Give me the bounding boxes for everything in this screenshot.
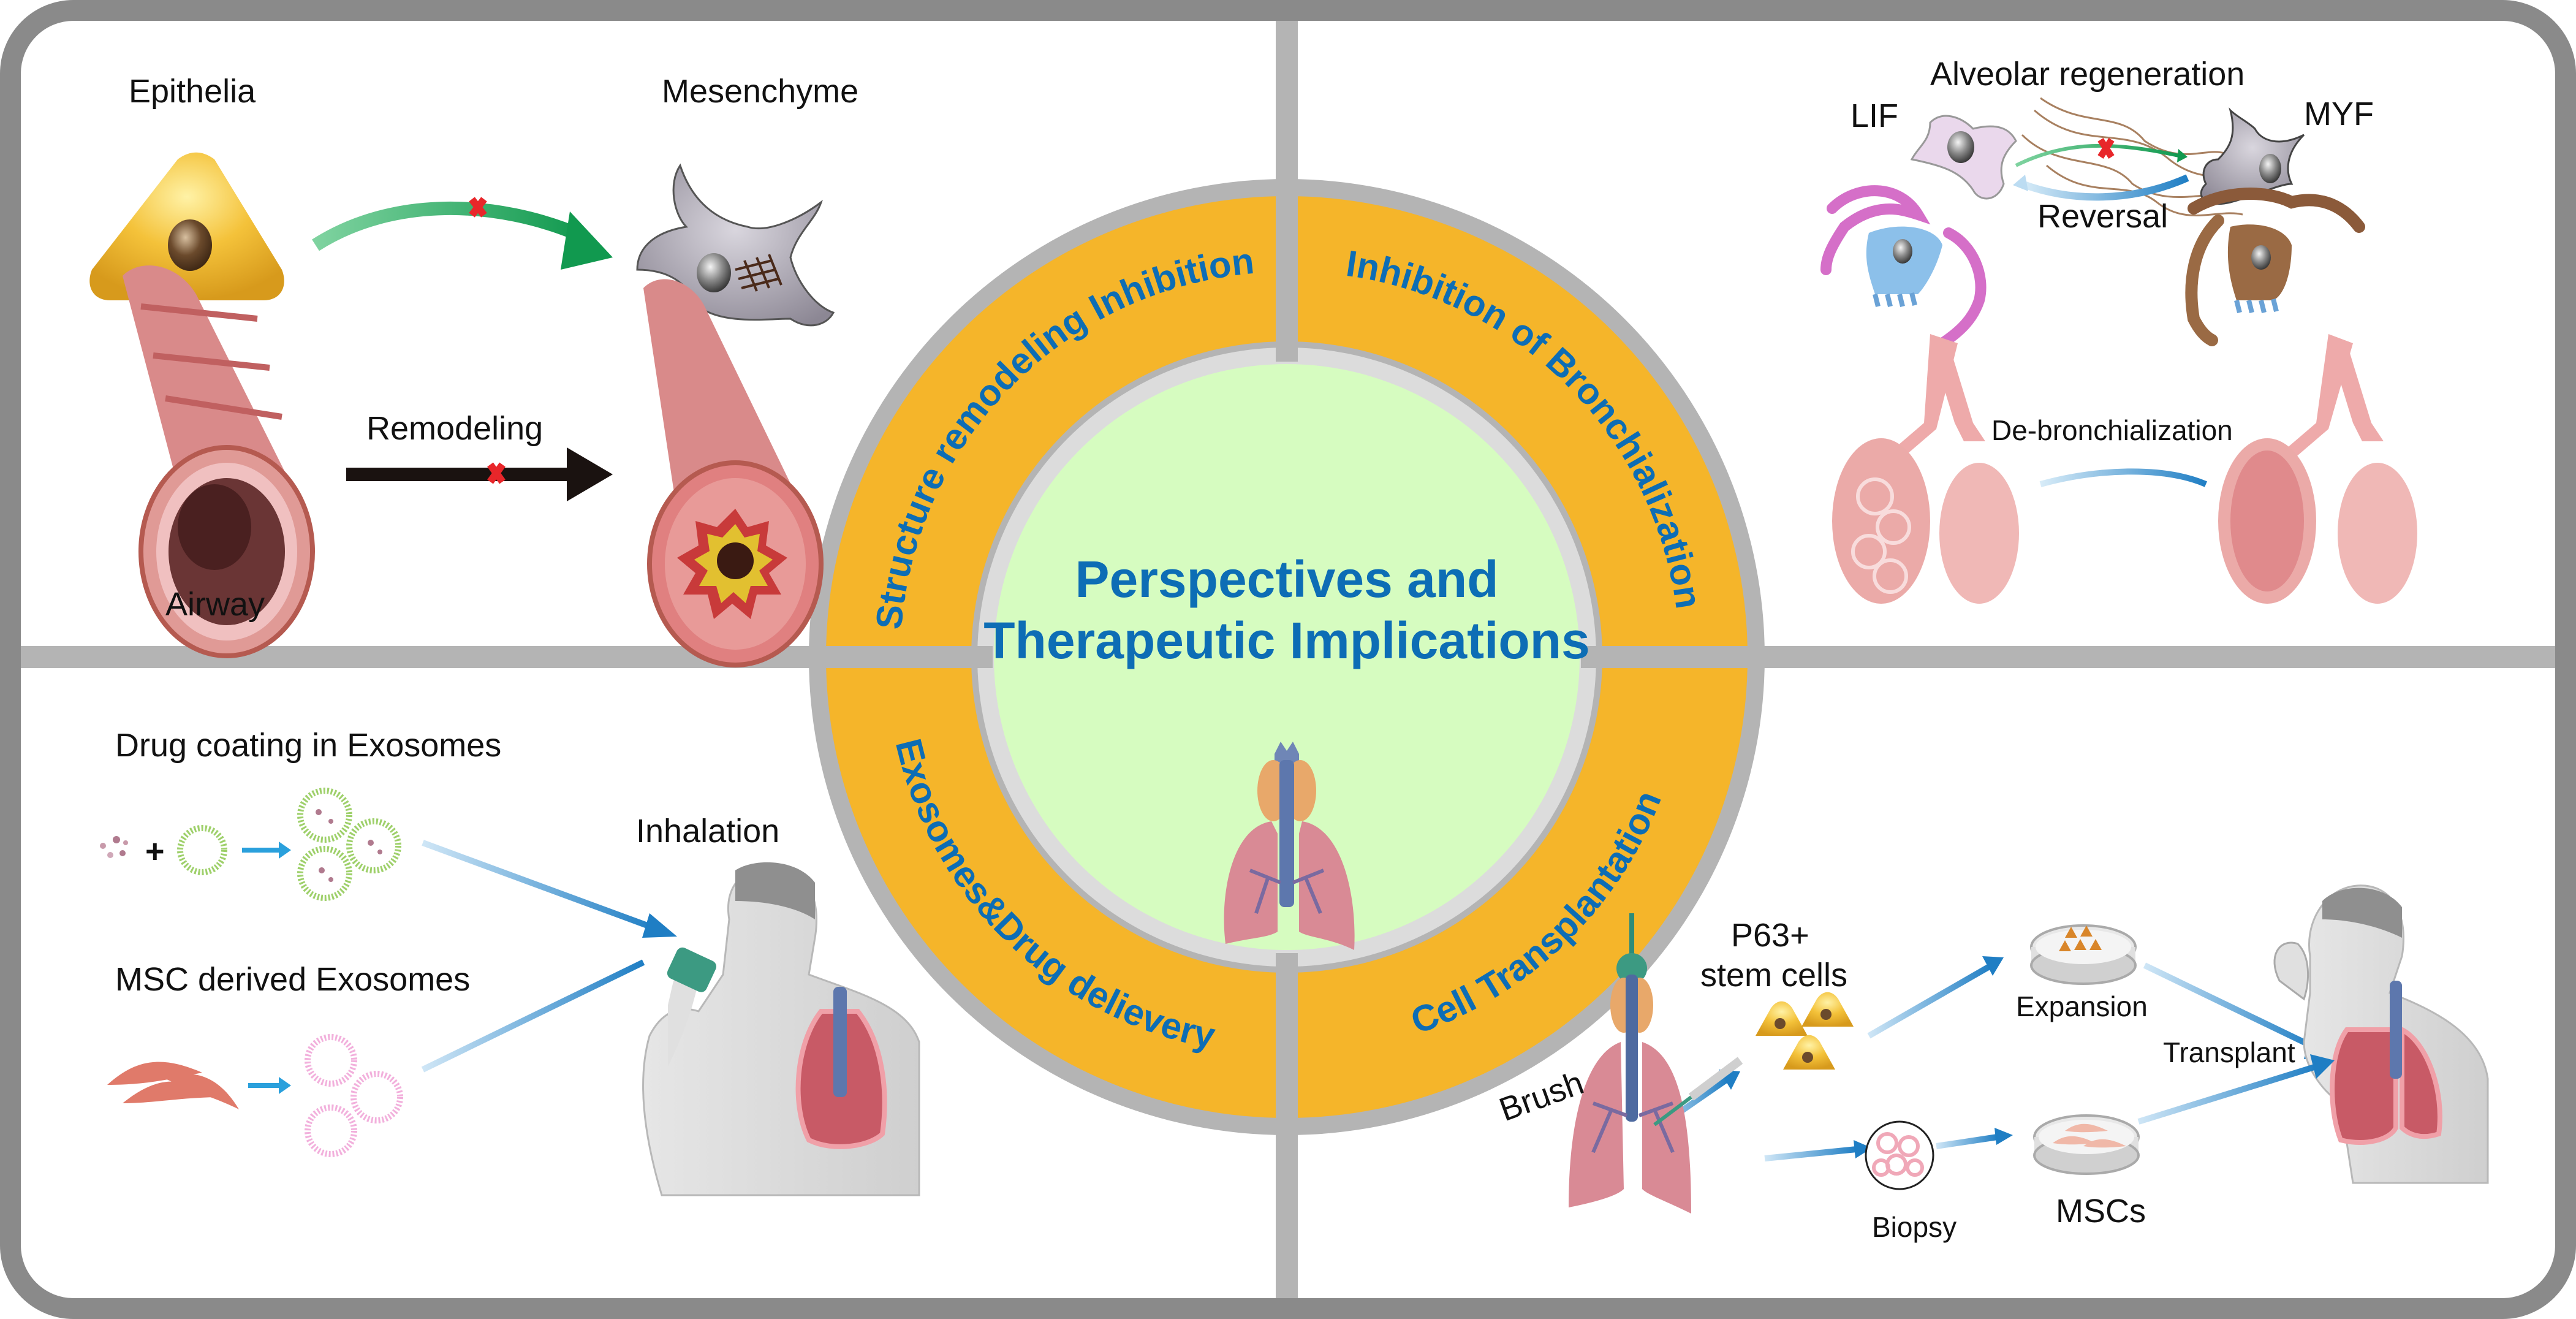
label-msc-exosomes: MSC derived Exosomes: [115, 961, 471, 998]
drug-to-inhaler-arrow: [422, 840, 677, 938]
label-airway: Airway: [165, 586, 265, 623]
msc-exosomes-to-inhaler-arrow: [421, 959, 645, 1073]
label-biopsy: Biopsy: [1872, 1211, 1957, 1243]
needle-to-biopsy-arrow: [1764, 1140, 1872, 1161]
alveolar-cells-right-icon: [2185, 188, 2365, 346]
alveolar-cells-left-icon: [1820, 185, 1987, 349]
msc-exosomes-icon: [305, 1034, 403, 1157]
label-p63: P63+: [1731, 917, 1809, 954]
label-inhalation: Inhalation: [636, 813, 780, 850]
expansion-dish-icon: [2030, 924, 2137, 985]
label-myf: MYF: [2304, 96, 2374, 132]
plus-sign: +: [145, 833, 165, 870]
label-epithelia: Epithelia: [129, 73, 256, 110]
label-reversal: Reversal: [2037, 198, 2169, 235]
label-mesenchyme: Mesenchyme: [662, 73, 859, 110]
empty-exosome-icon: [177, 825, 227, 875]
biopsy-needle-icon: [1653, 1057, 1743, 1127]
label-de-bronchialization: De-bronchialization: [1991, 414, 2233, 446]
remodeling-arrow-blocked: [346, 447, 613, 501]
biopsy-to-mscs-arrow: [1936, 1128, 2013, 1149]
mscs-to-transplant-arrow: [2137, 1054, 2335, 1125]
center-green-disc: [994, 364, 1580, 950]
label-mscs: MSCs: [2056, 1193, 2146, 1230]
label-lif: LIF: [1851, 97, 1899, 134]
lipofibroblast-cell-icon: [1910, 115, 2017, 200]
epithelial-cell-icon: [89, 152, 284, 300]
label-expansion: Expansion: [2016, 990, 2148, 1022]
ring-divider-top: [1276, 178, 1298, 362]
ring-divider-bottom: [1276, 953, 1298, 1137]
patient-lungs-icon: [2273, 884, 2489, 1184]
normal-alveoli-icon: [1832, 334, 2019, 604]
mesenchymal-cell-icon: [636, 163, 835, 327]
msc-arrow: [248, 1077, 291, 1094]
person-with-inhaler-icon: [642, 862, 920, 1196]
label-stem-cells: stem cells: [1700, 957, 1848, 994]
center-title-line2: Therapeutic Implications: [983, 612, 1590, 669]
msc-cells-icon: [107, 1062, 239, 1109]
donor-lungs-icon: [1569, 913, 1691, 1214]
center-ring: [809, 178, 1765, 1137]
label-transplant: Transplant: [2163, 1036, 2295, 1068]
loading-arrow: [242, 842, 291, 859]
reversal-arrow: [2013, 174, 2189, 201]
p63-stem-cells-icon: [1756, 992, 1854, 1070]
bronchialized-alveoli-icon: [2218, 334, 2417, 604]
ring-divider-right: [1581, 646, 1765, 668]
normal-airway-icon: [123, 265, 315, 658]
label-alveolar-regeneration: Alveolar regeneration: [1930, 56, 2245, 93]
center-title-line1: Perspectives and: [1075, 550, 1499, 608]
remodeled-airway-icon: [643, 279, 824, 667]
de-bronchialization-arrow: [2039, 468, 2207, 487]
label-drug-coating: Drug coating in Exosomes: [115, 727, 502, 764]
emt-arrow-blocked: [312, 197, 613, 270]
label-remodeling: Remodeling: [366, 410, 544, 447]
loaded-exosomes-icon: [297, 788, 401, 901]
center-title: Perspectives and Therapeutic Implication…: [980, 549, 1593, 671]
biopsy-tissue-icon: [1865, 1120, 1934, 1190]
lif-to-myf-arrow-blocked: [2015, 138, 2188, 167]
stem-cells-to-expansion-arrow: [1867, 956, 2004, 1039]
drug-particles-icon: [100, 836, 128, 858]
ring-divider-left: [809, 646, 993, 668]
center-lungs-icon: [1224, 742, 1355, 950]
msc-dish-icon: [2033, 1114, 2140, 1175]
